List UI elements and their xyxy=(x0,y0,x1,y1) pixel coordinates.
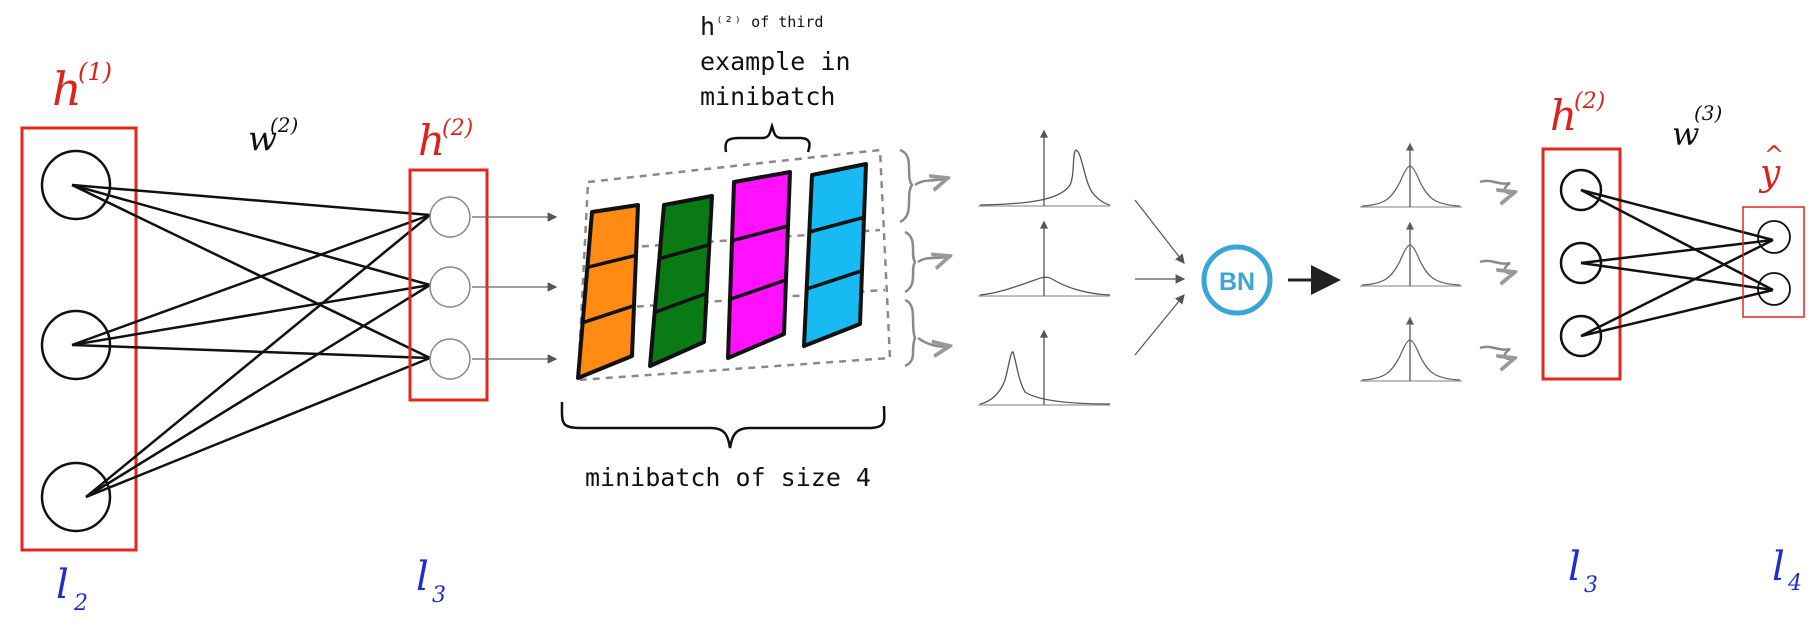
right-weights xyxy=(1580,188,1774,338)
middle-layer-highlight-box xyxy=(408,168,489,402)
bottom-label: minibatch of size 4 xyxy=(585,463,871,492)
left-weights xyxy=(71,183,431,499)
left-layer-highlight-box xyxy=(20,126,138,552)
left-weights-superscript: (2) xyxy=(270,113,298,137)
batch-norm-circle xyxy=(1201,244,1273,316)
middle-neuron-1 xyxy=(429,196,471,238)
left-weights-label: w xyxy=(248,119,277,159)
right-squiggle-arrows xyxy=(1479,179,1515,359)
left-neuron-2 xyxy=(40,309,112,381)
side-braces xyxy=(899,148,950,368)
before-distributions xyxy=(978,129,1111,406)
middle-neuron-2 xyxy=(429,266,471,308)
output-neuron-1 xyxy=(1757,220,1791,254)
left-neuron-3 xyxy=(40,461,112,533)
before-distribution-1 xyxy=(978,129,1111,207)
right-hidden-highlight-box xyxy=(1541,147,1622,381)
right-hidden-neuron-3 xyxy=(1559,314,1603,358)
minibatch-example-3 xyxy=(726,170,792,360)
top-label-line-1: h⁽²⁾ of third xyxy=(700,12,823,41)
output-activation-hat: ^ xyxy=(1764,141,1784,169)
minibatch-example-1 xyxy=(576,203,640,380)
output-layer-subscript: 4 xyxy=(1787,571,1802,596)
top-label-line-2: example in xyxy=(700,47,851,76)
right-hidden-activation-label: h xyxy=(1550,91,1577,140)
minibatch-dashed-outline xyxy=(576,148,892,382)
right-hidden-activation-superscript: (2) xyxy=(1574,89,1605,114)
output-activation-label: y xyxy=(1758,153,1781,194)
right-hidden-neuron-1 xyxy=(1559,168,1603,212)
top-brace xyxy=(724,122,811,153)
converging-arrows xyxy=(1134,199,1186,356)
before-distribution-3 xyxy=(978,329,1111,406)
middle-layer-label: l xyxy=(416,554,429,600)
after-distribution-2 xyxy=(1360,221,1462,287)
minibatch-example-4 xyxy=(802,162,868,348)
middle-layer: h (2) l 3 xyxy=(408,116,558,608)
minibatch-group: h⁽²⁾ of third example in minibatch minib… xyxy=(560,12,950,492)
bottom-brace xyxy=(560,401,886,449)
right-hidden-layer-label: l xyxy=(1568,544,1581,590)
left-layer-subscript: 2 xyxy=(73,591,88,616)
output-neuron-2 xyxy=(1757,272,1791,306)
after-distribution-3 xyxy=(1360,316,1462,382)
right-hidden-layer-subscript: 3 xyxy=(1584,573,1598,598)
right-weights-label: w xyxy=(1672,115,1699,153)
middle-activation-label: h xyxy=(418,116,445,165)
minibatch-example-2 xyxy=(648,194,714,368)
after-distribution-1 xyxy=(1360,142,1462,208)
left-layer: h (1) l 2 xyxy=(20,58,138,616)
left-activation-label: h xyxy=(52,62,82,116)
output-highlight-box xyxy=(1742,206,1805,318)
right-hidden-neuron-2 xyxy=(1559,241,1603,285)
before-distribution-2 xyxy=(978,220,1111,297)
middle-layer-subscript: 3 xyxy=(432,583,446,608)
batch-norm-node: BN xyxy=(1201,244,1273,316)
right-weights-superscript: (3) xyxy=(1694,101,1722,125)
left-layer-label: l xyxy=(56,562,69,608)
left-activation-superscript: (1) xyxy=(78,58,112,86)
middle-neuron-3 xyxy=(429,338,471,380)
batch-norm-label: BN xyxy=(1219,268,1255,296)
after-distributions xyxy=(1360,142,1462,382)
middle-activation-superscript: (2) xyxy=(442,116,473,141)
right-hidden-layer: h (2) l 3 xyxy=(1541,89,1622,598)
left-neuron-1 xyxy=(40,149,112,221)
output-layer: y ^ l 4 xyxy=(1742,141,1805,596)
output-layer-label: l xyxy=(1772,544,1785,590)
top-label-line-3: minibatch xyxy=(700,82,835,111)
